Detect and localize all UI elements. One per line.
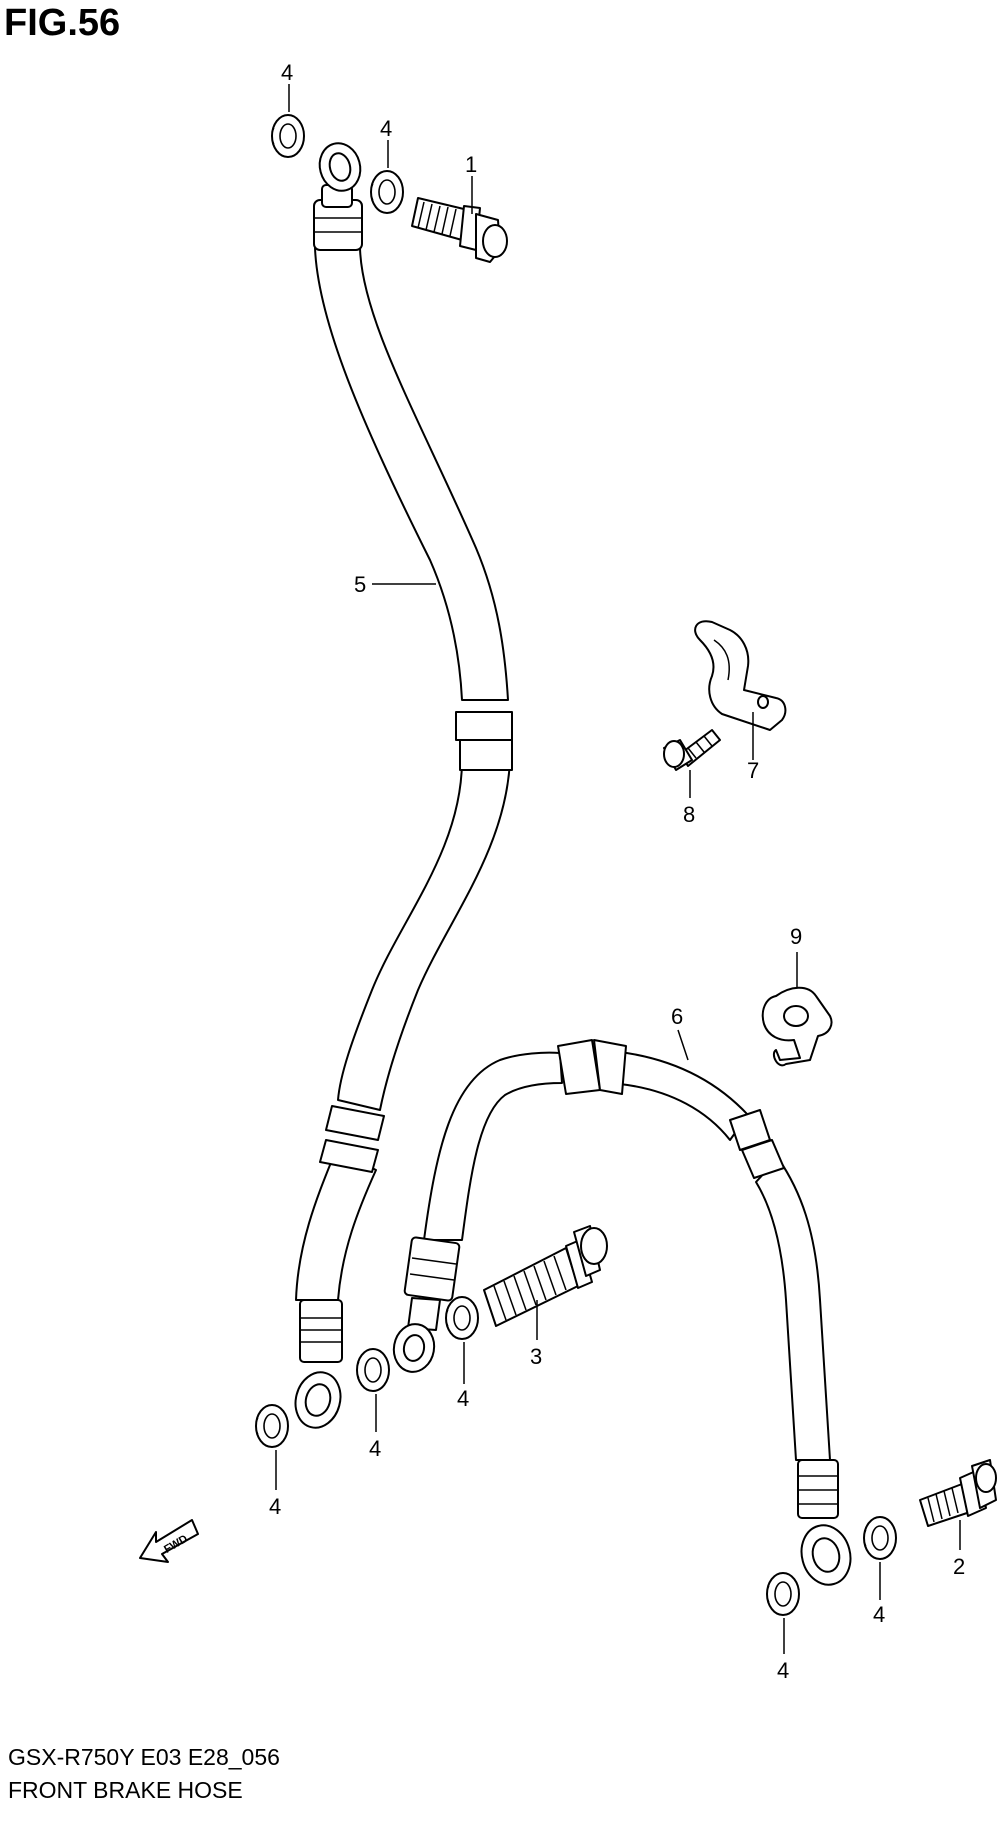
callout-washer-g: 4	[777, 1658, 789, 1683]
callout-washer-b: 4	[380, 116, 392, 141]
union-bolt-lower	[919, 1459, 997, 1527]
sealing-washer-c	[445, 1296, 479, 1340]
callout-washer-d: 4	[369, 1436, 381, 1461]
callout-washer-f: 4	[873, 1602, 885, 1627]
diagram-name: FRONT BRAKE HOSE	[8, 1777, 243, 1803]
hose-bracket	[694, 620, 787, 731]
sealing-washer-b	[370, 170, 404, 214]
callout-part-1: 1	[465, 152, 477, 177]
sealing-washer-e	[255, 1404, 289, 1448]
union-bolt-middle	[483, 1225, 608, 1327]
callout-part-9: 9	[790, 924, 802, 949]
union-bolt-upper	[411, 197, 508, 263]
sealing-washer-g	[766, 1572, 800, 1616]
leader-lines	[275, 84, 961, 1654]
bracket-bolt	[663, 729, 721, 771]
fwd-arrow-icon: FWD	[139, 1519, 199, 1563]
hose-clamp	[761, 986, 833, 1067]
brake-hose-upper	[294, 142, 513, 1429]
sealing-washer-a	[271, 114, 305, 158]
callout-part-6: 6	[671, 1004, 683, 1029]
brake-hose-lower	[392, 1039, 852, 1586]
callout-part-8: 8	[683, 802, 695, 827]
callout-part-3: 3	[530, 1344, 542, 1369]
sealing-washer-d	[356, 1348, 390, 1392]
callout-part-7: 7	[747, 758, 759, 783]
callout-part-5: 5	[354, 572, 366, 597]
callout-washer-c: 4	[457, 1386, 469, 1411]
callout-part-2: 2	[953, 1554, 965, 1579]
model-code: GSX-R750Y E03 E28_056	[8, 1744, 280, 1770]
sealing-washer-f	[863, 1516, 897, 1560]
figure-title: FIG.56	[4, 2, 121, 44]
callout-washer-e: 4	[269, 1494, 281, 1519]
callout-washer-a: 4	[281, 60, 293, 85]
